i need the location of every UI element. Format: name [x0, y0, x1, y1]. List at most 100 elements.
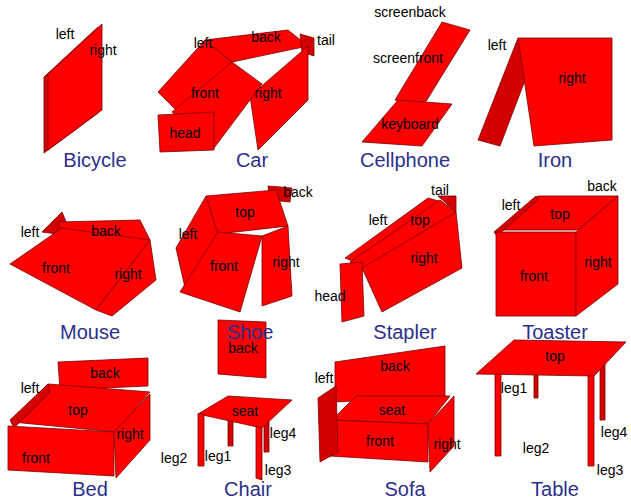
part-label: seat — [232, 404, 258, 418]
part-label: front — [210, 259, 238, 273]
object-name: Iron — [538, 150, 572, 170]
part-label: right — [89, 43, 116, 57]
part-label: right — [410, 251, 437, 265]
object-name: Chair — [224, 479, 272, 499]
shoe-model — [176, 186, 292, 312]
part-label: tail — [317, 33, 335, 47]
part-label: left — [194, 36, 213, 50]
paper-plane — [588, 376, 594, 466]
object-name: Bicycle — [63, 150, 126, 170]
part-label: leg4 — [601, 425, 627, 439]
part-label: right — [433, 437, 460, 451]
paper-plane — [476, 340, 626, 376]
part-label: back — [91, 224, 121, 238]
part-label: left — [369, 213, 388, 227]
object-name: Table — [531, 479, 579, 499]
paper-plane — [335, 346, 445, 402]
paper-plane — [250, 46, 308, 150]
paper-plane — [496, 232, 576, 316]
part-label: back — [283, 185, 313, 199]
part-label: left — [21, 381, 40, 395]
paper-plane — [58, 358, 148, 390]
mouse-model — [10, 212, 156, 316]
part-label: front — [520, 269, 548, 283]
paper-plane — [180, 232, 262, 312]
part-label: front — [22, 451, 50, 465]
paper-plane — [198, 396, 292, 428]
part-label: screenfront — [373, 51, 443, 65]
toaster-model — [494, 196, 618, 316]
object-name: Stapler — [373, 322, 436, 342]
part-label: leg4 — [270, 426, 296, 440]
object-name: Sofa — [384, 479, 425, 499]
bed-model — [8, 358, 150, 478]
part-label: front — [42, 261, 70, 275]
sofa-model — [318, 346, 454, 472]
object-name: Cellphone — [360, 150, 450, 170]
paper-plane — [205, 30, 308, 62]
cellphone-model — [362, 22, 470, 146]
part-label: left — [488, 38, 507, 52]
part-label: back — [90, 366, 120, 380]
part-label: left — [315, 371, 334, 385]
part-label: top — [550, 207, 569, 221]
part-label: front — [191, 86, 219, 100]
object-name: Bed — [72, 479, 108, 499]
part-label: right — [584, 255, 611, 269]
car-model — [158, 30, 314, 152]
paper-plane — [576, 196, 618, 316]
paper-plane — [495, 374, 501, 456]
part-label: leg3 — [265, 463, 291, 477]
part-label: back — [228, 341, 258, 355]
paper-plane — [158, 112, 214, 152]
part-label: top — [545, 349, 564, 363]
object-name: Mouse — [60, 322, 120, 342]
part-label: leg3 — [597, 463, 623, 477]
chair-model — [198, 320, 292, 480]
part-label: leg1 — [205, 449, 231, 463]
paper-plane — [395, 22, 470, 108]
part-label: left — [179, 227, 198, 241]
part-label: head — [169, 126, 200, 140]
table-model — [476, 340, 626, 466]
part-label: leg1 — [501, 381, 527, 395]
part-label: top — [235, 205, 254, 219]
paper-plane — [114, 394, 150, 478]
part-label: head — [314, 289, 345, 303]
paper-plane — [198, 414, 204, 466]
paper-plane — [8, 426, 114, 476]
part-label: right — [254, 86, 281, 100]
part-label: screenback — [374, 5, 446, 19]
iron-model — [478, 38, 612, 146]
part-label: back — [251, 30, 281, 44]
part-label: top — [410, 213, 429, 227]
object-name: Toaster — [522, 322, 588, 342]
paper-plane — [518, 38, 612, 146]
part-label: right — [558, 71, 585, 85]
part-label: right — [272, 255, 299, 269]
paper-plane — [96, 240, 156, 316]
part-label: keyboard — [381, 117, 439, 131]
part-label: leg2 — [523, 441, 549, 455]
object-name: Car — [236, 150, 268, 170]
part-label: left — [56, 27, 75, 41]
part-label: left — [502, 198, 521, 212]
object-name: Shoe — [227, 322, 274, 342]
paper-plane — [494, 196, 538, 236]
paper-plane — [362, 100, 452, 146]
paper-plane — [428, 396, 454, 472]
part-label: right — [114, 267, 141, 281]
part-label: left — [21, 225, 40, 239]
part-label: front — [366, 434, 394, 448]
paper-plane — [362, 212, 462, 312]
part-label: seat — [379, 403, 405, 417]
paper-plane — [256, 426, 262, 480]
part-label: tail — [431, 183, 449, 197]
paper-plane — [318, 386, 338, 462]
paper-plane — [330, 420, 428, 462]
paper-plane — [206, 190, 288, 234]
part-label: right — [116, 427, 143, 441]
part-label: back — [587, 179, 617, 193]
part-label: top — [68, 403, 87, 417]
